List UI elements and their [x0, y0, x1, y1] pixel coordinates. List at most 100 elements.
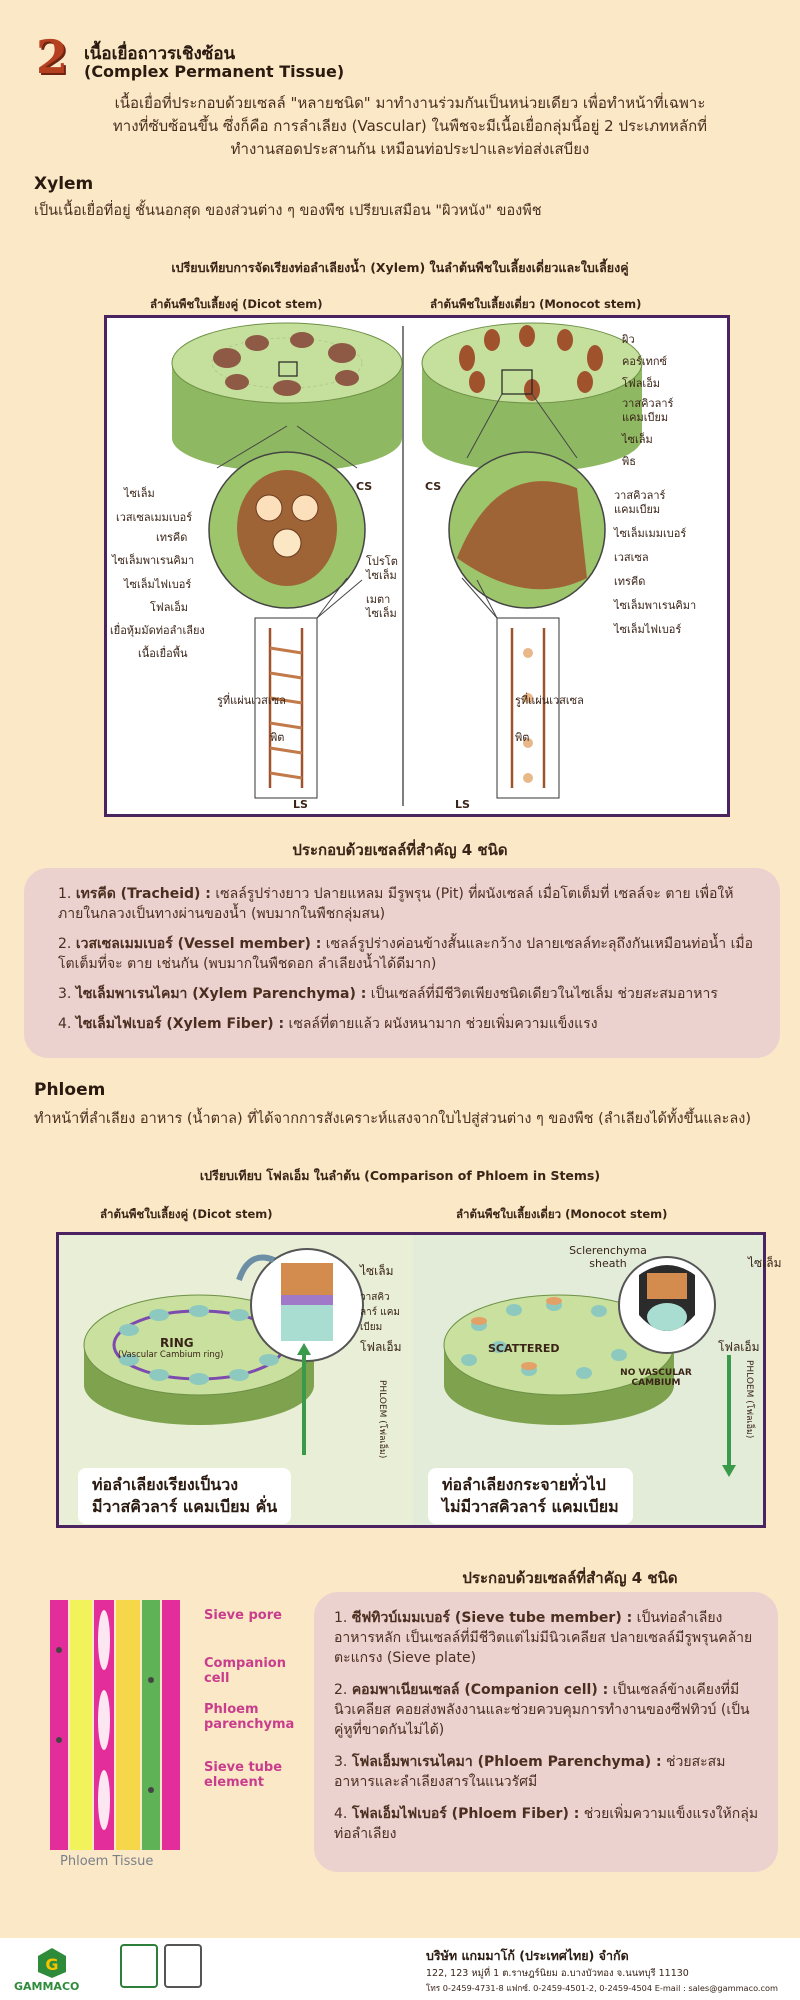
label-protoxylem-2: ไซเล็ม	[366, 569, 397, 582]
xylem-monocot-label: ลำต้นพืชใบเลี้ยงเดี่ยว (Monocot stem)	[430, 297, 642, 311]
list-item: 2. คอมพาเนียนเซลล์ (Companion cell) : เป…	[334, 1682, 750, 1738]
label-metaxylem-2: ไซเล็ม	[366, 607, 397, 620]
xylem-cells-heading: ประกอบด้วยเซลล์ที่สำคัญ 4 ชนิด	[292, 841, 508, 859]
label-epidermis: ผิว	[622, 333, 635, 346]
cell-name: ไซเล็มไฟเบอร์ (Xylem Fiber) :	[75, 1016, 285, 1032]
list-item: 3. โฟลเอ็มพาเรนไคมา (Phloem Parenchyma) …	[334, 1754, 726, 1790]
page-title: เนื้อเยื่อถาวรเชิงซ้อน	[84, 44, 236, 64]
label-vessel-pore-dicot: รูที่แผ่นเวสเซล	[217, 694, 286, 707]
label-sieve-tube-element: Sieve tube element	[204, 1760, 283, 1790]
label-tracheid-monocot: เทรคีด	[614, 575, 646, 588]
cell-desc: ช่วยสะสมอาหารและลำเลียงสารในแนวรัศมี	[334, 1754, 726, 1790]
caption-line: ท่อลำเลียงเรียงเป็นวง	[92, 1475, 239, 1494]
label-pit-monocot: พิต	[515, 731, 530, 744]
company-address: 122, 123 หมู่ที่ 1 ต.ราษฎร์นิยม อ.บางบัว…	[426, 1968, 689, 1979]
intro-line: ทางที่ซับซ้อนขึ้น ซึ่งก็คือ การลำเลียง (…	[112, 117, 708, 135]
cell-name: โฟลเอ็มไฟเบอร์ (Phloem Fiber) :	[351, 1806, 580, 1822]
phloem-description: ทำหน้าที่ลำเลียง อาหาร (น้ำตาล) ที่ได้จา…	[34, 1111, 752, 1127]
xylem-cells-list: 1. เทรคีด (Tracheid) : เซลล์รูปร่างยาว ป…	[24, 868, 780, 1058]
phloem-figure	[56, 1232, 766, 1528]
label-metaxylem-1: เมตา	[366, 593, 391, 606]
gammaco-logo-icon: G	[22, 1944, 82, 1978]
label-sclerenchyma: Sclerenchyma sheath	[569, 1244, 647, 1270]
label-phloem-dicot: โฟลเอ็ม	[360, 1340, 402, 1354]
xylem-description: เป็นเนื้อเยื่อที่อยู่ ชั้นนอกสุด ของส่วน…	[34, 203, 542, 219]
list-item: 4. โฟลเอ็มไฟเบอร์ (Phloem Fiber) : ช่วยเ…	[334, 1806, 759, 1842]
label-xylem-monocot-phl: ไซเล็ม	[748, 1256, 782, 1270]
cell-name: เวสเซลเมมเบอร์ (Vessel member) :	[75, 936, 322, 952]
phloem-illustration	[59, 1235, 763, 1525]
label-cambium-lower-1: วาสคิวลาร์	[614, 489, 666, 502]
label-ring: RING	[160, 1336, 194, 1350]
label-cambium-1: วาสคิวลาร์	[622, 397, 674, 410]
cell-name: ซีฟทิวบ์เมมเบอร์ (Sieve tube member) :	[351, 1610, 633, 1626]
monocot-caption: ท่อลำเลียงกระจายทั่วไป ไม่มีวาสคิวลาร์ แ…	[428, 1468, 633, 1524]
phloem-tissue-svg	[50, 1600, 180, 1850]
list-item: 2. เวสเซลเมมเบอร์ (Vessel member) : เซลล…	[58, 936, 754, 972]
label-vessel-member: เวสเซลเมมเบอร์	[116, 511, 193, 524]
phloem-tissue-diagram	[30, 1600, 210, 1850]
list-item: 1. ซีฟทิวบ์เมมเบอร์ (Sieve tube member) …	[334, 1610, 753, 1666]
svg-text:G: G	[45, 1955, 58, 1974]
caption-line: มีวาสคิวลาร์ แคมเบียม คั่น	[92, 1497, 278, 1516]
cell-desc: เป็นท่อลำเลียงอาหารหลัก เป็นเซลล์ที่มีชี…	[334, 1610, 753, 1666]
label-phloem-monocot: โฟลเอ็ม	[622, 377, 661, 390]
xylem-heading: Xylem	[34, 174, 94, 194]
label-cortex: คอร์เทกซ์	[622, 355, 668, 368]
certification-seal-icon	[120, 1944, 158, 1988]
xylem-figure-title: เปรียบเทียบการจัดเรียงท่อลำเลียงน้ำ (Xyl…	[171, 260, 629, 275]
label-xylem-parenchyma: ไซเล็มพาเรนคิมา	[112, 554, 195, 567]
phloem-monocot-label: ลำต้นพืชใบเลี้ยงเดี่ยว (Monocot stem)	[456, 1207, 668, 1221]
cell-desc: เป็นเซลล์ที่มีชีวิตเพียงชนิดเดียวในไซเล็…	[366, 986, 718, 1002]
xylem-dicot-label: ลำต้นพืชใบเลี้ยงคู่ (Dicot stem)	[150, 297, 323, 311]
label-pit-dicot: พิต	[270, 731, 285, 744]
dicot-caption: ท่อลำเลียงเรียงเป็นวง มีวาสคิวลาร์ แคมเบ…	[78, 1468, 292, 1524]
certification-badge-icon	[164, 1944, 202, 1988]
cell-desc: เซลล์รูปร่างยาว ปลายแหลม มีรูพรุน (Pit) …	[58, 886, 734, 922]
label-vessel-pore-monocot: รูที่แผ่นเวสเซล	[515, 694, 584, 707]
caption-line: ไม่มีวาสคิวลาร์ แคมเบียม	[442, 1497, 619, 1516]
cell-name: ไซเล็มพาเรนไคมา (Xylem Parenchyma) :	[75, 986, 367, 1002]
phloem-heading: Phloem	[34, 1080, 106, 1100]
label-xylem-fiber-monocot: ไซเล็มไฟเบอร์	[614, 623, 682, 636]
intro-line: ทำงานสอดประสานกัน เหมือนท่อประปาและท่อส่…	[230, 140, 590, 158]
section-number: 2	[36, 30, 69, 84]
phloem-tissue-caption: Phloem Tissue	[60, 1854, 154, 1869]
cell-desc: เซลล์รูปร่างค่อนข้างสั้นและกว้าง ปลายเซล…	[58, 936, 754, 972]
label-pith: พิธ	[622, 455, 636, 468]
label-ls-monocot: LS	[455, 798, 470, 811]
company-contact: โทร 0-2459-4731-8 แฟกซ์. 0-2459-4501-2, …	[426, 1983, 779, 1993]
label-xylem-parenchyma-monocot: ไซเล็มพาเรนคิมา	[614, 599, 697, 612]
label-phloem-monocot-phl: โฟลเอ็ม	[718, 1340, 760, 1354]
cell-desc: ช่วยเพิ่มความแข็งแรงให้กลุ่มท่อลำเลียง	[334, 1806, 759, 1842]
label-companion-cell: Companion cell	[204, 1656, 286, 1686]
intro-paragraph: เนื้อเยื่อที่ประกอบด้วยเซลล์ "หลายชนิด" …	[30, 92, 790, 161]
phloem-dicot-label: ลำต้นพืชใบเลี้ยงคู่ (Dicot stem)	[100, 1207, 273, 1221]
list-item: 4. ไซเล็มไฟเบอร์ (Xylem Fiber) : เซลล์ที…	[58, 1016, 598, 1032]
page-subtitle: (Complex Permanent Tissue)	[84, 62, 345, 81]
label-xylem-monocot: ไซเล็ม	[622, 433, 653, 446]
footer: G GAMMACO บริษัท แกมมาโก้ (ประเทศไทย) จำ…	[0, 1938, 800, 2000]
label-cs-dicot: CS	[356, 480, 373, 493]
label-no-cambium: NO VASCULAR CAMBIUM	[620, 1368, 692, 1388]
label-xylem-dicot: ไซเล็ม	[360, 1264, 394, 1278]
label-xylem-fiber: ไซเล็มไฟเบอร์	[124, 578, 192, 591]
label-ground-tissue: เนื้อเยื่อพื้น	[138, 647, 188, 660]
brand-name: GAMMACO	[14, 1980, 80, 1993]
label-tracheid: เทรคีด	[156, 531, 188, 544]
cell-name: โฟลเอ็มพาเรนไคมา (Phloem Parenchyma) :	[351, 1754, 662, 1770]
label-xylem-member: ไซเล็มเมมเบอร์	[614, 527, 687, 540]
xylem-illustration	[171, 322, 643, 806]
label-phloem-arrow-monocot: PHLOEM (โฟลเอ็ม)	[744, 1360, 754, 1439]
phloem-figure-title: เปรียบเทียบ โฟลเอ็ม ในลำต้น (Comparison …	[199, 1168, 601, 1183]
label-cambium-lower-2: แคมเบียม	[614, 503, 661, 516]
label-ls-dicot: LS	[293, 798, 308, 811]
label-cambium-2: แคมเบียม	[622, 411, 669, 424]
phloem-cells-list: 1. ซีฟทิวบ์เมมเบอร์ (Sieve tube member) …	[314, 1592, 778, 1872]
label-vessel: เวสเซล	[614, 551, 649, 564]
xylem-figure	[104, 315, 730, 817]
list-item: 3. ไซเล็มพาเรนไคมา (Xylem Parenchyma) : …	[58, 986, 718, 1002]
label-phloem-arrow-dicot: PHLOEM (โฟลเอ็ม)	[377, 1380, 387, 1459]
label-cambium-dicot: วาสคิวลาร์ แคมเบียม	[360, 1292, 401, 1333]
cell-name: คอมพาเนียนเซลล์ (Companion cell) :	[351, 1682, 609, 1698]
